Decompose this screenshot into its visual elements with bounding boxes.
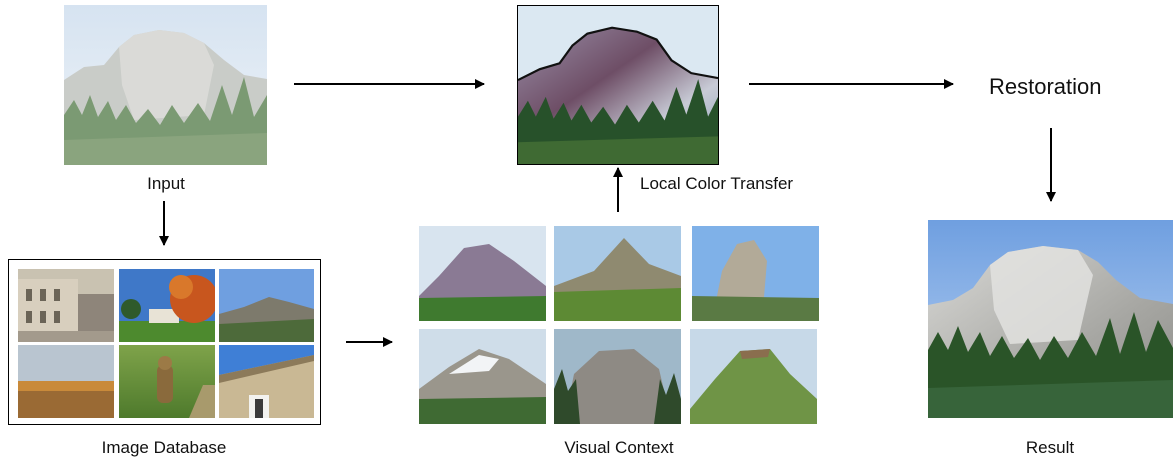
db-photo-building	[18, 269, 114, 342]
local-color-transfer-label: Local Color Transfer	[640, 174, 794, 193]
visual-context-label: Visual Context	[564, 438, 674, 457]
restoration-label: Restoration	[989, 74, 1102, 99]
context-photo-purple-hill	[419, 226, 546, 321]
input-label: Input	[147, 174, 185, 193]
context-photo-snowy-dome	[419, 329, 546, 424]
result-photo	[928, 220, 1173, 418]
context-photo-rock-boulder	[692, 226, 819, 321]
context-photo-half-dome	[554, 329, 681, 424]
input-photo	[64, 5, 267, 165]
context-photo-peak-valley	[554, 226, 681, 321]
db-photo-grass-animal	[119, 345, 215, 418]
context-photo-green-butte	[690, 329, 817, 424]
image-database-panel	[8, 259, 321, 425]
db-photo-field-sunset	[18, 345, 114, 418]
db-photo-building-facade	[219, 345, 314, 418]
color-transfer-photo	[517, 5, 719, 165]
result-label: Result	[1025, 438, 1075, 457]
image-database-label: Image Database	[101, 438, 227, 457]
db-photo-autumn-campus	[119, 269, 215, 342]
db-photo-mountain-ridge	[219, 269, 314, 342]
